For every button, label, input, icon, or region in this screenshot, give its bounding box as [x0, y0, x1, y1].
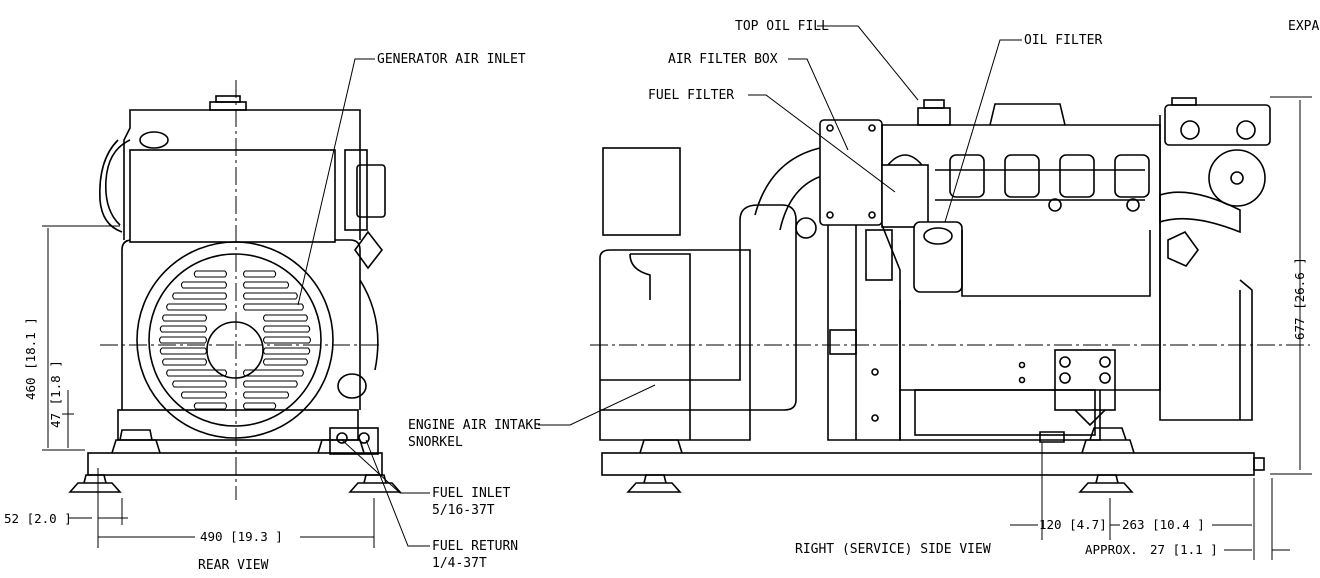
- fan-louver: [159, 325, 207, 333]
- dim-width-263: 263 [10.4 ]: [1122, 517, 1205, 532]
- fan-louver: [162, 358, 207, 366]
- generator-air-inlet-label: GENERATOR AIR INLET: [377, 52, 526, 67]
- manifold-port: [1114, 154, 1150, 198]
- fuel-inlet-size-label: 5/16-37T: [432, 503, 495, 518]
- rear-view-drawing: [68, 80, 402, 500]
- fan-louver: [193, 270, 227, 278]
- side-view-drawing: [590, 97, 1310, 493]
- fan-louver: [263, 336, 311, 344]
- oil-filter-label: OIL FILTER: [1024, 33, 1102, 48]
- snorkel-label: SNORKEL: [408, 435, 463, 450]
- dim-width-490: 490 [19.3 ]: [200, 529, 283, 544]
- manifold-port: [949, 154, 985, 198]
- fan-louver: [243, 380, 298, 388]
- rear-view-dimensions: [42, 58, 430, 548]
- manifold-port: [1059, 154, 1095, 198]
- fan-louver: [166, 369, 227, 377]
- fan-louver: [243, 391, 290, 399]
- dim-width-120: 120 [4.7]: [1039, 517, 1107, 532]
- right-side-view-title: RIGHT (SERVICE) SIDE VIEW: [795, 542, 991, 557]
- fan-louver: [263, 314, 308, 322]
- fan-louver: [162, 314, 207, 322]
- dim-height-47: 47 [1.8 ]: [48, 360, 63, 428]
- fan-louver: [166, 303, 227, 311]
- side-view-dimensions: [538, 25, 1312, 560]
- fan-louver: [159, 336, 207, 344]
- air-filter-box-label: AIR FILTER BOX: [668, 52, 778, 67]
- dim-approx-27: 27 [1.1 ]: [1150, 542, 1218, 557]
- manifold-port: [1004, 154, 1040, 198]
- fan-louver: [193, 402, 227, 410]
- fan-louver: [243, 270, 277, 278]
- fan-louver: [243, 369, 304, 377]
- dim-width-52: 52 [2.0 ]: [4, 511, 72, 526]
- fan-louver: [172, 292, 227, 300]
- fuel-inlet-label: FUEL INLET: [432, 486, 510, 501]
- fuel-return-size-label: 1/4-37T: [432, 556, 487, 571]
- fan-louver: [243, 292, 298, 300]
- fan-louver: [263, 358, 308, 366]
- fan-louver: [243, 281, 290, 289]
- engine-air-intake-label: ENGINE AIR INTAKE: [408, 418, 541, 433]
- fan-louver: [180, 281, 227, 289]
- dim-approx-prefix: APPROX.: [1085, 542, 1138, 557]
- fan-louver: [172, 380, 227, 388]
- expansion-label: EXPA: [1288, 19, 1319, 34]
- fan-louver: [263, 347, 311, 355]
- dim-height-677: 677 [26.6 ]: [1292, 257, 1307, 340]
- fan-louver: [180, 391, 227, 399]
- fan-louver: [243, 402, 277, 410]
- fan-louver: [159, 347, 207, 355]
- fan-louver: [263, 325, 311, 333]
- fan-louver: [243, 303, 304, 311]
- fuel-return-label: FUEL RETURN: [432, 539, 518, 554]
- fuel-filter-label: FUEL FILTER: [648, 88, 734, 103]
- top-oil-fill-label: TOP OIL FILL: [735, 19, 829, 34]
- rear-view-title: REAR VIEW: [198, 558, 269, 573]
- dim-height-460: 460 [18.1 ]: [23, 317, 38, 400]
